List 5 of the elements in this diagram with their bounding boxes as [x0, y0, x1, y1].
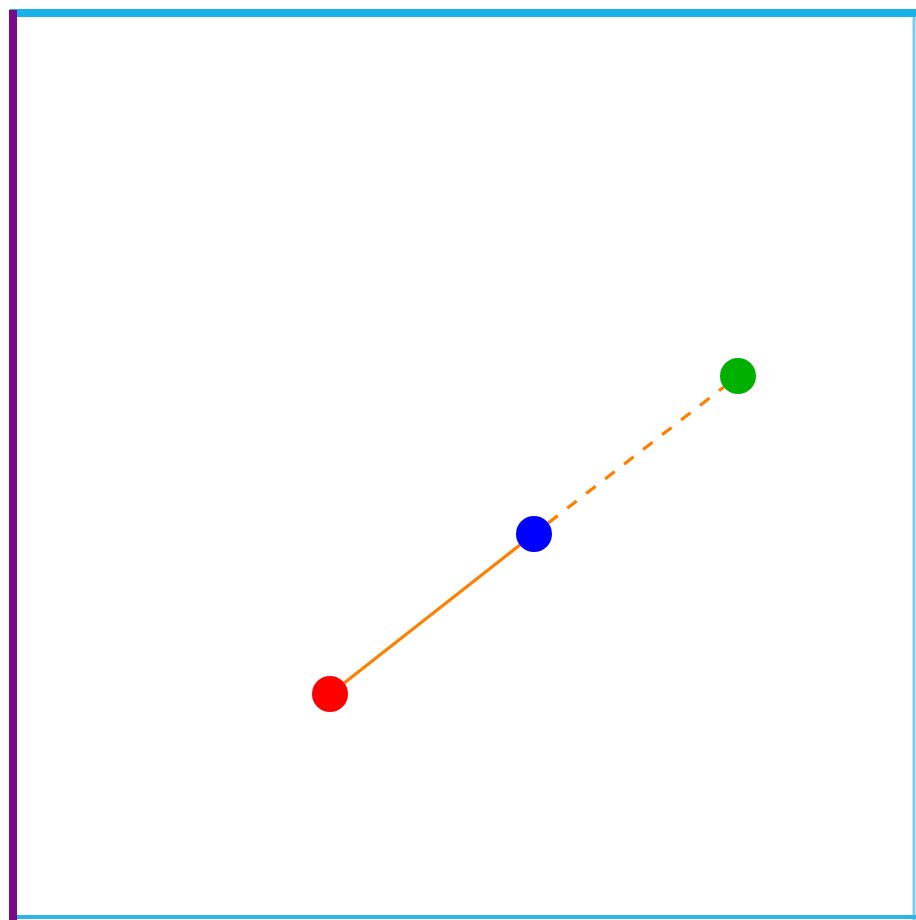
dot [516, 516, 552, 552]
dot [720, 358, 756, 394]
dot [312, 676, 348, 712]
connector-line [547, 385, 725, 525]
connector-line [343, 543, 521, 685]
